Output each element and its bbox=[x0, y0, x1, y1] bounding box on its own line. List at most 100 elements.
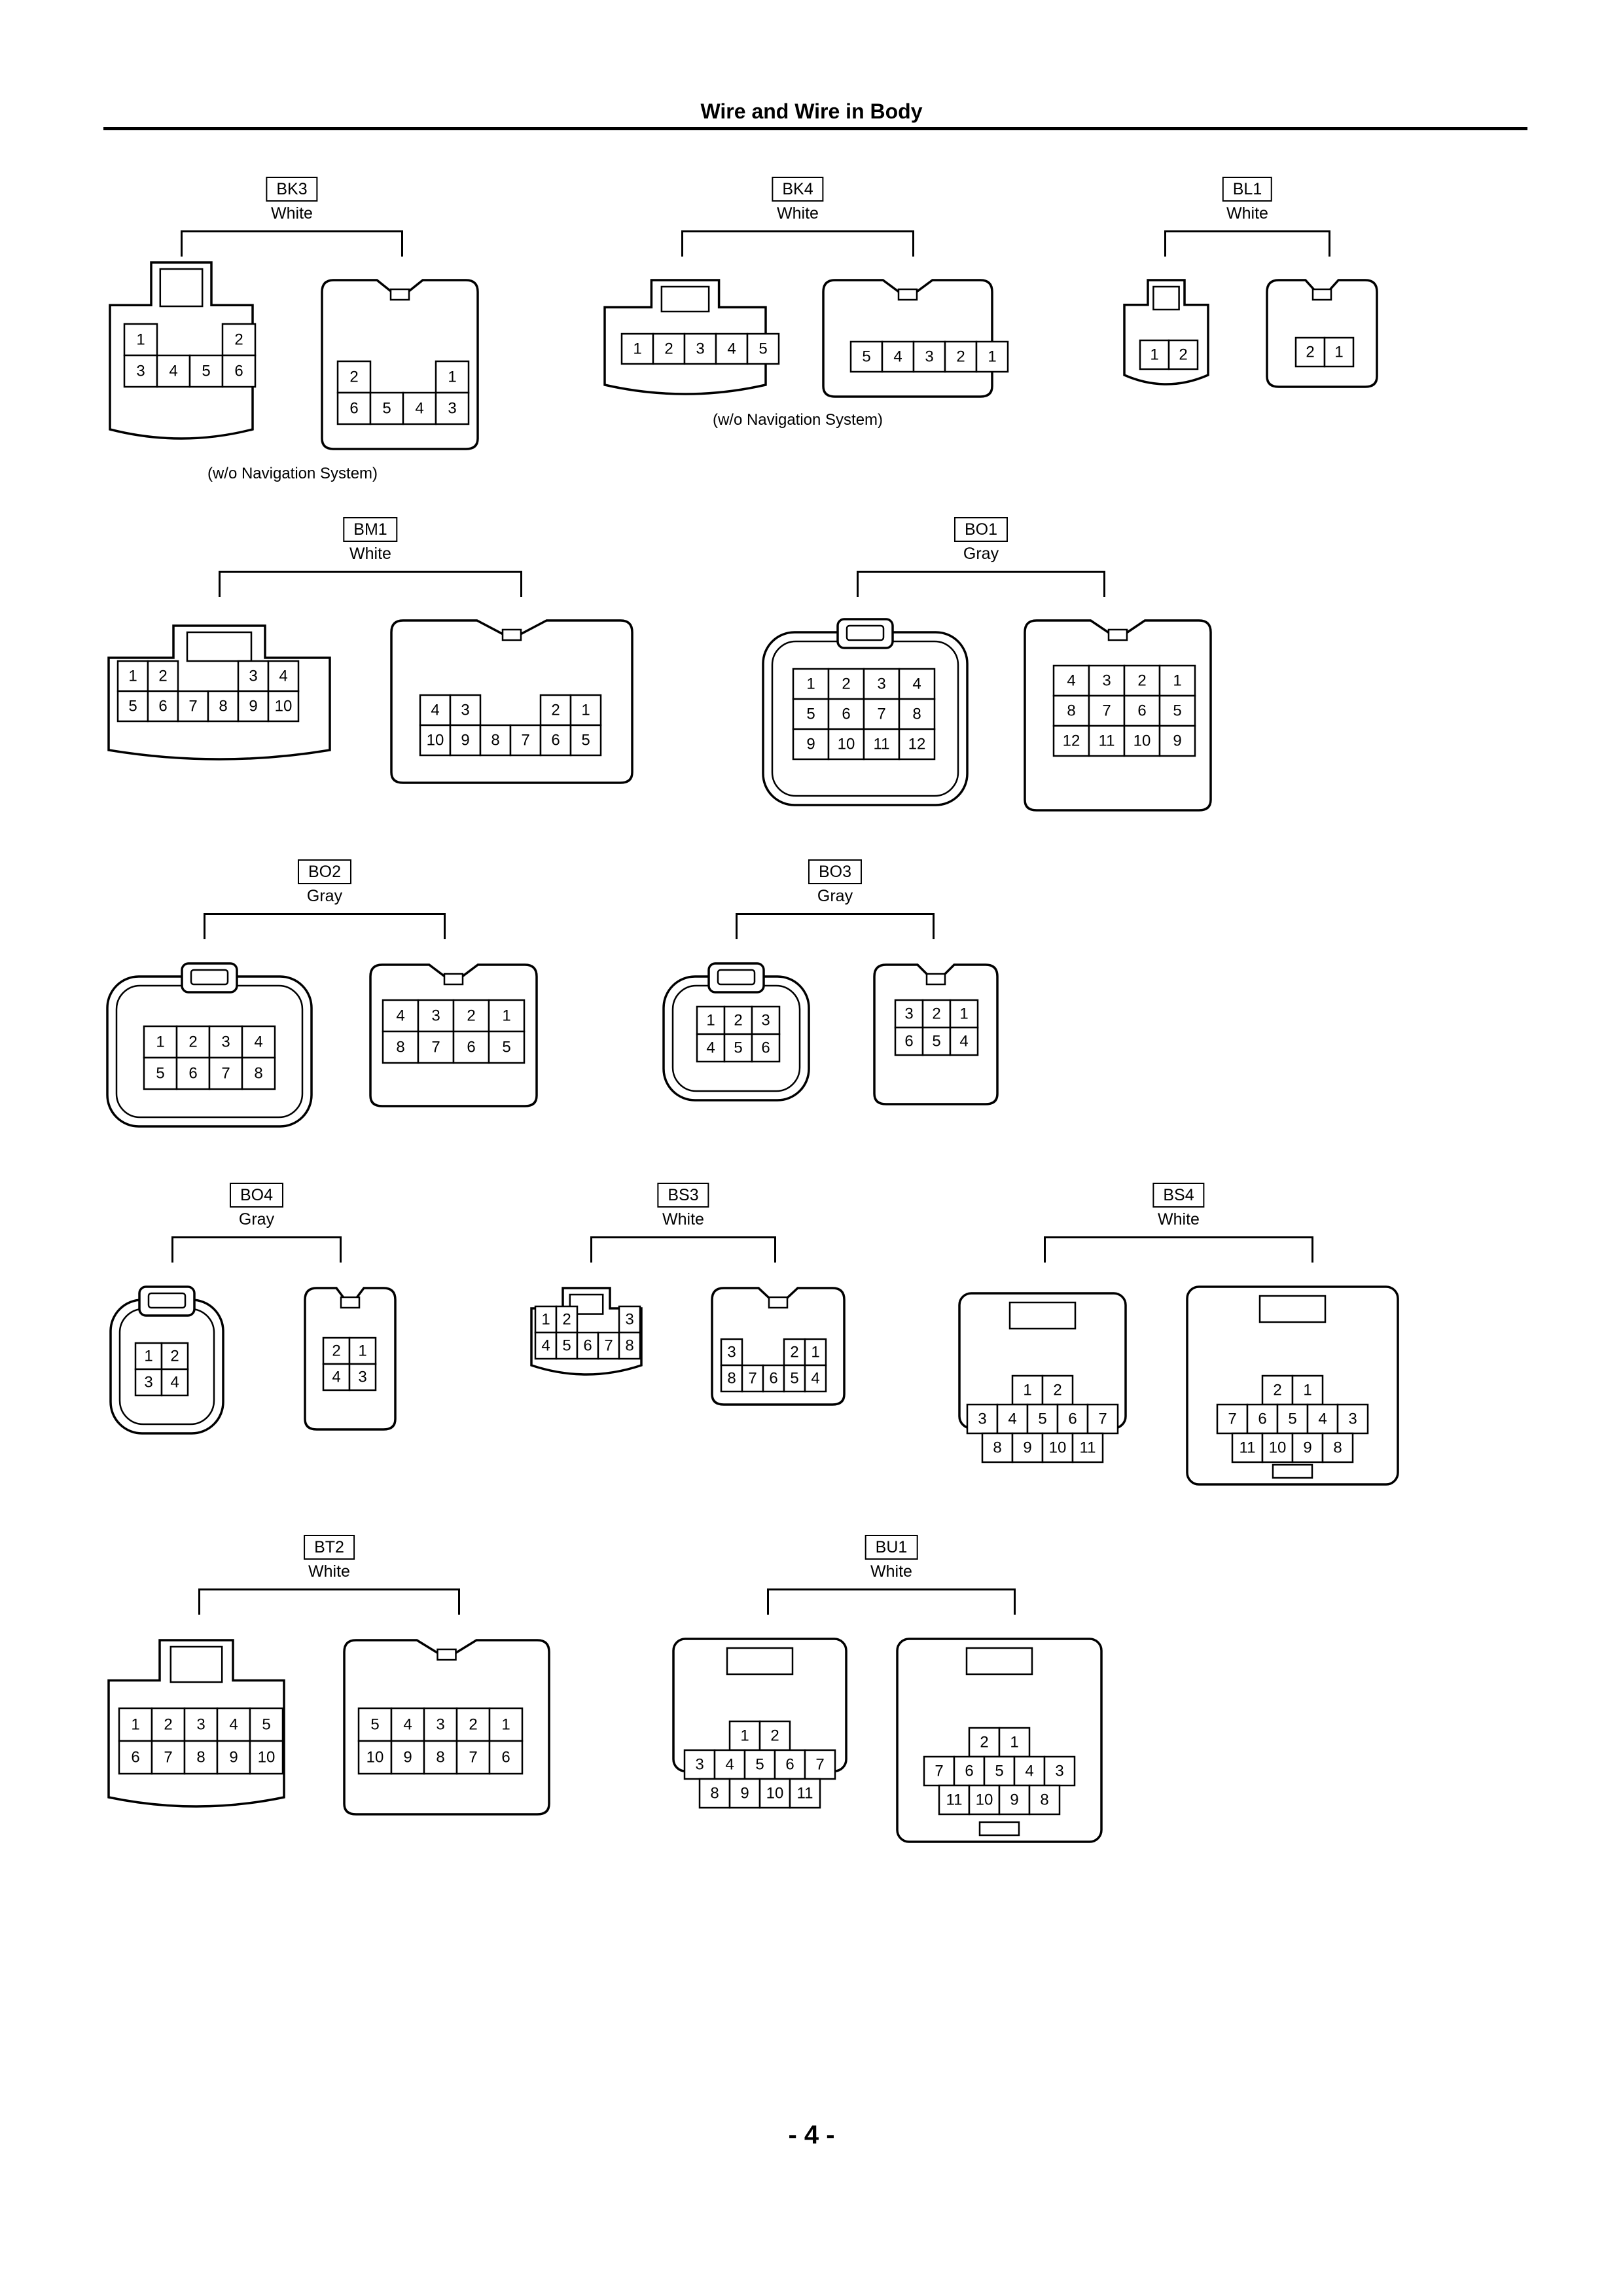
connector-bracket bbox=[590, 1236, 776, 1263]
connector-bracket bbox=[181, 230, 403, 257]
pin-number: 7 bbox=[1098, 1410, 1107, 1428]
pin-number: 7 bbox=[188, 698, 197, 715]
pin-number: 5 bbox=[790, 1370, 798, 1388]
pin-number: 5 bbox=[1173, 702, 1181, 720]
pin-number: 9 bbox=[1303, 1439, 1311, 1457]
pin-number: 10 bbox=[275, 698, 293, 715]
pin-number: 3 bbox=[925, 348, 933, 366]
pin-cell: 1 bbox=[1139, 339, 1170, 370]
connector-latch bbox=[897, 288, 918, 301]
pin-number: 6 bbox=[965, 1763, 973, 1780]
pin-cell: 2 bbox=[455, 1707, 491, 1742]
pin-number: 10 bbox=[766, 1785, 784, 1803]
pin-number: 6 bbox=[349, 400, 358, 418]
page-number: - 4 - bbox=[788, 2121, 835, 2149]
pin-number: 3 bbox=[1348, 1410, 1357, 1428]
connector-latch bbox=[169, 1645, 223, 1683]
pin-cell: 9 bbox=[216, 1740, 251, 1775]
pin-cell: 10 bbox=[968, 1784, 1001, 1816]
pin-number: 3 bbox=[136, 363, 145, 380]
pin-number: 3 bbox=[431, 1007, 440, 1025]
pin-number: 12 bbox=[1063, 732, 1080, 750]
pin-cell: 1 bbox=[123, 323, 158, 357]
connector-bracket bbox=[767, 1588, 1016, 1615]
connector-color: Gray bbox=[817, 887, 853, 905]
connector-housing bbox=[109, 261, 254, 440]
pin-number: 4 bbox=[396, 1007, 404, 1025]
pin-cell: 2 bbox=[783, 1338, 806, 1367]
pin-cell: 5 bbox=[357, 1707, 393, 1742]
pin-number: 6 bbox=[551, 732, 560, 749]
connector-code: BO1 bbox=[954, 517, 1008, 542]
pin-cell: 10 bbox=[758, 1778, 791, 1809]
pin-number: 1 bbox=[128, 668, 137, 685]
pin-cell: 6 bbox=[118, 1740, 153, 1775]
pin-cell: 3 bbox=[912, 340, 946, 373]
pin-number: 2 bbox=[234, 331, 243, 349]
pin-cell: 1 bbox=[1011, 1374, 1044, 1406]
pin-cell: 2 bbox=[1168, 339, 1199, 370]
pin-cell: 3 bbox=[720, 1338, 743, 1367]
pin-cell: 9 bbox=[1291, 1432, 1324, 1463]
pin-cell: 5 bbox=[723, 1033, 753, 1063]
pin-number: 5 bbox=[370, 1716, 379, 1734]
pin-cell: 2 bbox=[723, 1005, 753, 1035]
pin-number: 10 bbox=[366, 1749, 384, 1767]
connector-latch bbox=[925, 973, 946, 986]
pin-number: 3 bbox=[249, 668, 257, 685]
pin-cell: 10 bbox=[267, 690, 300, 723]
pin-number: 1 bbox=[633, 340, 641, 358]
connector-code: BS3 bbox=[657, 1183, 709, 1208]
pin-cell: 11 bbox=[938, 1784, 971, 1816]
pin-cell: 3 bbox=[966, 1403, 999, 1435]
pin-cell: 3 bbox=[1336, 1403, 1369, 1435]
pin-number: 3 bbox=[695, 1756, 704, 1774]
pin-number: 2 bbox=[734, 1012, 742, 1030]
pin-number: 6 bbox=[158, 698, 167, 715]
pin-cell: 3 bbox=[423, 1707, 458, 1742]
pin-number: 1 bbox=[502, 1007, 510, 1025]
pin-cell: 6 bbox=[953, 1755, 986, 1787]
connector-code: BS4 bbox=[1152, 1183, 1205, 1208]
pin-cell: 4 bbox=[696, 1033, 726, 1063]
pin-number: 6 bbox=[1137, 702, 1146, 720]
pin-number: 10 bbox=[1133, 732, 1151, 750]
pin-number: 8 bbox=[1067, 702, 1075, 720]
connector-latch bbox=[437, 1648, 457, 1661]
pin-number: 4 bbox=[959, 1033, 968, 1050]
pin-number: 5 bbox=[262, 1716, 270, 1734]
pin-number: 1 bbox=[156, 1033, 164, 1051]
pin-number: 5 bbox=[202, 363, 210, 380]
pin-number: 1 bbox=[1023, 1382, 1031, 1399]
pin-number: 10 bbox=[976, 1791, 993, 1809]
pin-cell: 1 bbox=[998, 1727, 1031, 1758]
connector-latch bbox=[1311, 288, 1332, 301]
connector-latch bbox=[159, 268, 204, 308]
pin-number: 3 bbox=[877, 675, 885, 693]
pin-cell: 8 bbox=[183, 1740, 219, 1775]
pin-number: 5 bbox=[755, 1756, 764, 1774]
connector-bracket bbox=[681, 230, 914, 257]
pin-number: 6 bbox=[234, 363, 243, 380]
pin-cell: 1 bbox=[118, 1707, 153, 1742]
connector-color: Gray bbox=[963, 545, 999, 563]
connector-bracket bbox=[171, 1236, 342, 1263]
pin-cell: 1 bbox=[488, 999, 526, 1033]
pin-cell: 6 bbox=[751, 1033, 781, 1063]
pin-number: 11 bbox=[1099, 732, 1115, 750]
pin-cell: 5 bbox=[1158, 694, 1196, 727]
connector-code: BU1 bbox=[865, 1535, 918, 1560]
pin-number: 4 bbox=[431, 702, 439, 719]
pin-number: 11 bbox=[1240, 1439, 1256, 1457]
connector-latch bbox=[726, 1647, 794, 1676]
pin-cell: 8 bbox=[898, 698, 936, 730]
pin-cell: 8 bbox=[1028, 1784, 1061, 1816]
pin-cell: 2 bbox=[160, 1342, 189, 1371]
connector-color: White bbox=[662, 1210, 704, 1229]
pin-cell: 9 bbox=[390, 1740, 425, 1775]
pin-cell: 1 bbox=[792, 668, 830, 700]
